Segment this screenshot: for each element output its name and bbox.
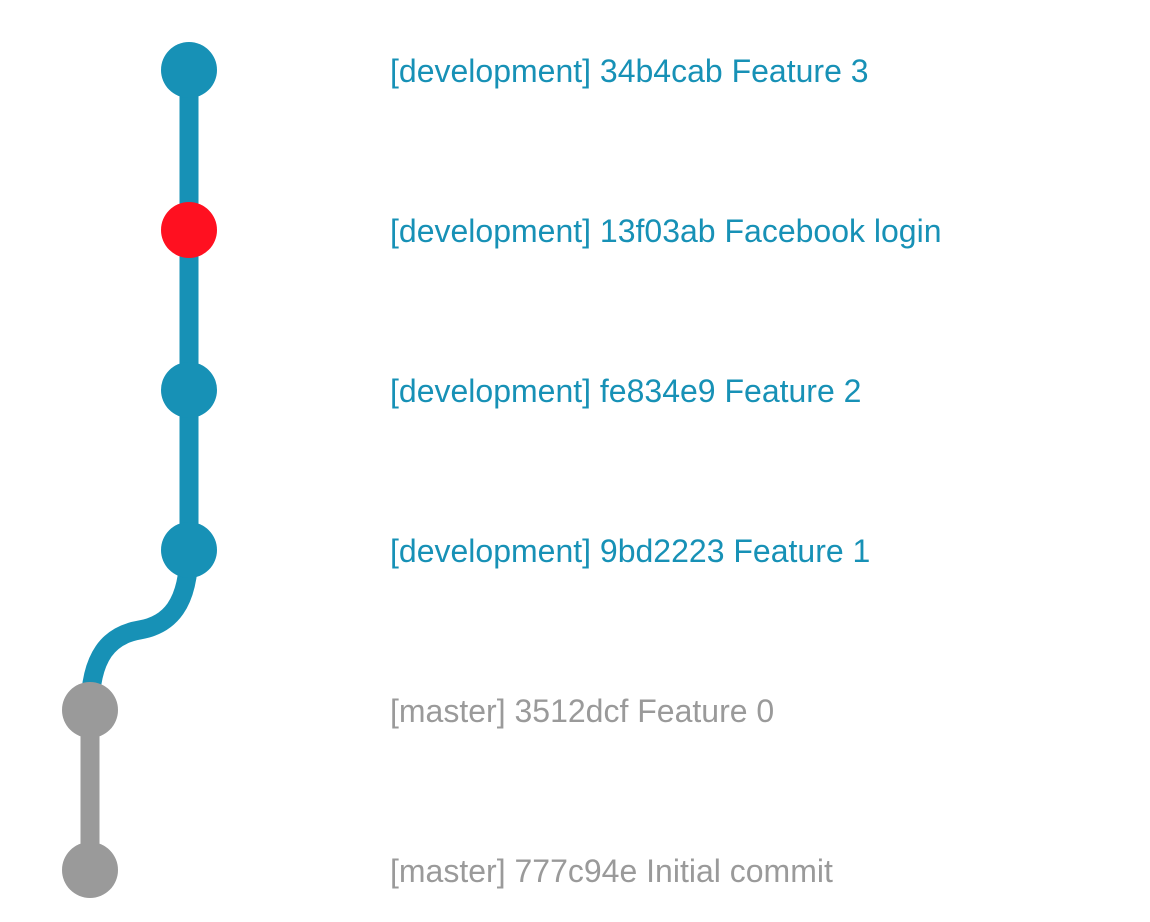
commit-label-3512dcf[interactable]: [master] 3512dcf Feature 0 [390, 693, 774, 729]
commit-node-34b4cab[interactable] [161, 42, 217, 98]
commit-label-9bd2223[interactable]: [development] 9bd2223 Feature 1 [390, 533, 870, 569]
commit-node-3512dcf[interactable] [62, 682, 118, 738]
commit-node-fe834e9[interactable] [161, 362, 217, 418]
commit-label-fe834e9[interactable]: [development] fe834e9 Feature 2 [390, 373, 861, 409]
commit-nodes [62, 42, 217, 898]
commit-node-9bd2223[interactable] [161, 522, 217, 578]
commit-node-777c94e[interactable] [62, 842, 118, 898]
commit-label-13f03ab[interactable]: [development] 13f03ab Facebook login [390, 213, 942, 249]
commit-label-34b4cab[interactable]: [development] 34b4cab Feature 3 [390, 53, 869, 89]
commit-labels: [development] 34b4cab Feature 3 [developm… [390, 53, 942, 889]
branch-lines [80, 60, 199, 880]
commit-label-777c94e[interactable]: [master] 777c94e Initial commit [390, 853, 833, 889]
branch-edge-9bd2223-3512dcf [80, 540, 199, 720]
commit-node-13f03ab[interactable] [161, 202, 217, 258]
